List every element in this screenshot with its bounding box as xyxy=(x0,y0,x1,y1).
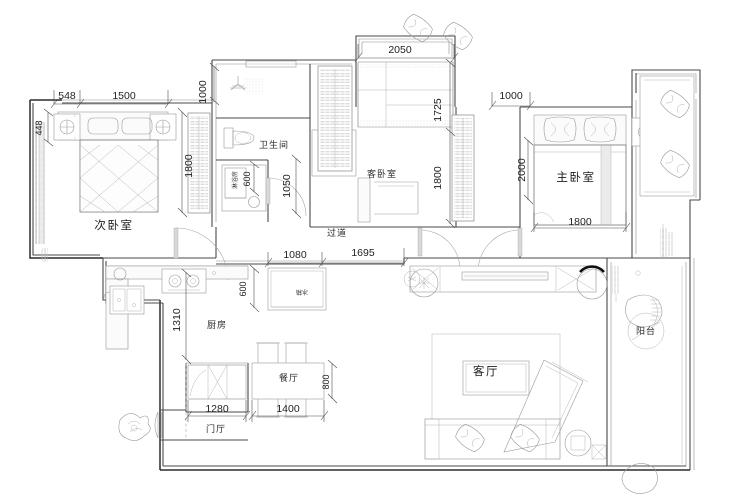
room-label-master-bedroom: 主卧室 xyxy=(556,170,595,184)
dim-1000a: 1000 xyxy=(197,80,209,104)
dining-room-group: 餐厅 xyxy=(251,342,325,418)
misc-details xyxy=(40,115,683,464)
pillow-master-1 xyxy=(543,116,577,143)
pillow-sofa-1 xyxy=(455,423,485,453)
room-label-balcony: 阳台 xyxy=(636,325,656,337)
switch-dot xyxy=(635,270,641,276)
bathroom-group: 淋浴房 卫生间 xyxy=(221,60,307,217)
double-bed xyxy=(79,139,159,213)
bay-window-guest xyxy=(357,61,454,128)
balcony-label-badge xyxy=(627,312,665,350)
entry-door[interactable] xyxy=(154,411,163,439)
door-guest-bedroom[interactable] xyxy=(417,227,461,271)
round-stool xyxy=(576,268,608,300)
dim-1280: 1280 xyxy=(205,403,229,415)
dim-1695: 1695 xyxy=(351,247,375,259)
wardrobe-secondary xyxy=(187,112,211,214)
living-room-group: 客厅 xyxy=(403,265,641,460)
room-label-bathroom: 卫生间 xyxy=(259,139,289,151)
nightstand-left xyxy=(53,113,81,141)
pillow-sofa-2 xyxy=(510,423,540,453)
dim-1800c: 1800 xyxy=(568,216,592,228)
tv-panel xyxy=(462,360,530,396)
dim-1500: 1500 xyxy=(112,90,136,102)
door-bathroom[interactable] xyxy=(265,177,307,217)
stool-living xyxy=(591,444,607,460)
round-table-balcony xyxy=(625,294,663,328)
master-bedroom-group: 主卧室 xyxy=(451,75,695,273)
dining-chairs xyxy=(256,342,308,418)
entry-hall-group: 门厅 xyxy=(118,364,247,441)
shower-head xyxy=(230,76,264,94)
pillow-master-2 xyxy=(583,116,617,143)
sofa xyxy=(424,418,561,460)
sink-bathroom xyxy=(221,164,267,212)
coffee-table xyxy=(564,429,592,457)
room-label-living-room: 客厅 xyxy=(473,364,499,378)
pillow-bay-guest-1 xyxy=(403,13,433,43)
window-bathroom xyxy=(245,60,297,68)
room-label-dining-room: 餐厅 xyxy=(279,372,299,384)
decor-arc xyxy=(579,265,605,273)
kitchen-group: 冰箱 厨房 xyxy=(103,265,327,350)
chair-balcony xyxy=(621,463,658,494)
room-label-entry-hall: 门厅 xyxy=(206,423,226,435)
secondary-bedroom-group: 次卧室 xyxy=(35,111,229,281)
cooktop xyxy=(161,268,216,294)
kitchen-sink xyxy=(103,285,145,315)
dim-1725: 1725 xyxy=(432,98,444,122)
headboard-master xyxy=(533,114,627,146)
dim-2000: 2000 xyxy=(516,158,528,182)
dim-1400: 1400 xyxy=(276,403,300,415)
plant-entry xyxy=(118,413,151,441)
dim-1800b: 1800 xyxy=(432,166,444,190)
toilet xyxy=(223,127,255,149)
dim-548: 548 xyxy=(58,90,76,102)
dim-1050: 1050 xyxy=(281,174,293,198)
range-hood-vent xyxy=(113,267,127,281)
dim-600b: 600 xyxy=(238,281,248,296)
shoe-cabinet xyxy=(187,364,247,400)
lounge-chair xyxy=(503,359,589,453)
pillow-bay-master-2 xyxy=(660,149,690,179)
corridor-group: 过道 xyxy=(327,227,347,239)
room-label-corridor: 过道 xyxy=(327,227,347,239)
curtain-living xyxy=(612,266,620,302)
nightstand-right xyxy=(149,113,177,141)
dim-1800a: 1800 xyxy=(183,154,195,178)
dim-448: 448 xyxy=(34,120,44,135)
dim-1310: 1310 xyxy=(171,308,183,332)
bay-window-master xyxy=(639,75,695,197)
pillow-bay-master-1 xyxy=(660,89,690,119)
dining-table xyxy=(251,362,325,400)
curtain-master xyxy=(660,224,667,258)
pillow-bay-guest-2 xyxy=(443,21,473,51)
double-bed-master xyxy=(533,144,627,226)
room-label-refrigerator: 冰箱 xyxy=(296,288,308,296)
wardrobe-guest xyxy=(317,65,353,172)
wardrobe-master xyxy=(451,114,475,222)
balcony-group: 阳台 xyxy=(621,294,665,494)
desk-chair-guest xyxy=(357,177,419,223)
room-label-secondary-bedroom: 次卧室 xyxy=(94,218,133,232)
fridge xyxy=(267,267,327,311)
tv-cabinet xyxy=(409,265,597,293)
room-label-shower-room: 淋浴房 xyxy=(231,171,239,189)
guest-bedroom-group: 客卧室 xyxy=(311,13,473,271)
dim-1000b: 1000 xyxy=(499,90,523,102)
room-label-guest-bedroom: 客卧室 xyxy=(367,168,397,180)
plant-living xyxy=(403,268,439,298)
room-label-kitchen: 厨房 xyxy=(207,319,227,331)
dim-600a: 600 xyxy=(242,171,252,186)
dim-1080: 1080 xyxy=(283,249,307,261)
dim-800: 800 xyxy=(321,374,331,389)
door-master-bedroom[interactable] xyxy=(477,227,523,273)
dimension-lines: 548 1500 448 1800 1000 600 1050 2050 172… xyxy=(34,44,631,422)
dim-2050: 2050 xyxy=(388,44,412,56)
